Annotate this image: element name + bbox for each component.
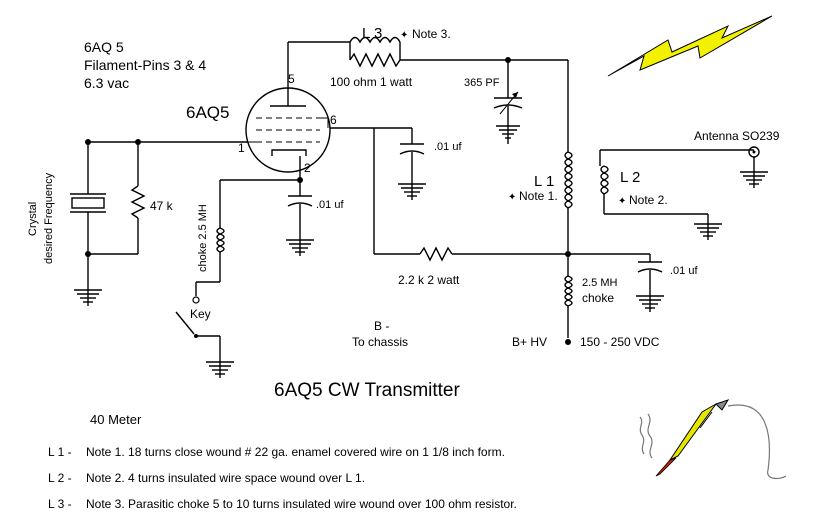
crystal-label-line2: desired Frequency — [43, 172, 55, 264]
note-2-ref: L 2 - — [48, 471, 72, 485]
note-3-ref: L 3 - — [48, 497, 72, 511]
pin-6-label: 6 — [330, 113, 337, 127]
pin-2-label: 2 — [304, 161, 311, 175]
bplus-capacitor-label: .01 uf — [670, 265, 698, 277]
screen-capacitor-label: .01 uf — [434, 141, 462, 153]
l3-note-label: Note 3. — [412, 27, 451, 41]
key-label: Key — [190, 307, 211, 321]
rf-choke-2-5mh — [564, 254, 573, 338]
variable-capacitor-label: 365 PF — [464, 77, 500, 89]
rf-choke-name-label: choke — [582, 291, 614, 305]
tube-6aq5-symbol — [245, 60, 331, 173]
screen-bypass-capacitor — [398, 128, 426, 200]
l1-tank-coil — [564, 151, 573, 254]
l2-link-coil — [599, 149, 754, 240]
pin-1-label: 1 — [238, 141, 245, 155]
l3-parasitic-choke — [287, 36, 508, 68]
filament-voltage-label: 6.3 vac — [84, 75, 129, 91]
b-minus-label: B - — [374, 319, 389, 333]
l1-note-marker-icon: ✦ — [508, 192, 516, 203]
ground-symbol — [74, 254, 102, 306]
cathode-capacitor-label: .01 uf — [316, 199, 344, 211]
resistor-47k-label: 47 k — [150, 199, 174, 213]
grid-resistor-47k — [130, 142, 146, 254]
l3-note-marker-icon: ✦ — [400, 30, 408, 41]
note-1-ref: L 1 - — [48, 445, 72, 459]
l2-note-label: Note 2. — [629, 193, 668, 207]
schematic-title: 6AQ5 CW Transmitter — [274, 380, 460, 401]
antenna-label: Antenna SO239 — [694, 129, 780, 143]
resistor-2-2k — [419, 246, 453, 262]
note-3-text: Note 3. Parasitic choke 5 to 10 turns in… — [86, 497, 517, 511]
tube-type-label: 6AQ 5 — [84, 39, 124, 55]
l1-note-label: Note 1. — [519, 189, 558, 203]
tube-name-label: 6AQ5 — [186, 103, 229, 122]
variable-capacitor-365pf — [493, 60, 523, 144]
band-label: 40 Meter — [90, 412, 142, 427]
antenna-connector — [740, 146, 768, 188]
cathode-choke-2-5mh — [195, 180, 225, 296]
crystal-label-line1: Crystal — [27, 202, 39, 236]
crystal — [70, 142, 106, 254]
cathode-choke-label: choke 2.5 MH — [197, 204, 209, 272]
l1-title: L 1 — [534, 173, 554, 190]
bplus-label: B+ HV — [512, 335, 547, 349]
l2-note-marker-icon: ✦ — [618, 196, 626, 207]
bplus-bypass-capacitor — [636, 254, 664, 312]
to-chassis-label: To chassis — [352, 335, 408, 349]
soldering-iron-icon — [639, 399, 787, 480]
filament-pins-label: Filament-Pins 3 & 4 — [84, 57, 206, 73]
pin-5-label: 5 — [288, 72, 295, 86]
resistor-2-2k-label: 2.2 k 2 watt — [398, 273, 460, 287]
note-1-text: Note 1. 18 turns close wound # 22 ga. en… — [86, 445, 505, 459]
l3-resistor-label: 100 ohm 1 watt — [330, 75, 413, 89]
lightning-bolt-icon — [607, 15, 773, 77]
cathode-bypass-capacitor — [286, 180, 314, 256]
l3-title: L 3 — [362, 25, 382, 42]
l2-title: L 2 — [620, 169, 640, 186]
bplus-terminal-dot — [565, 339, 571, 345]
supply-voltage-label: 150 - 250 VDC — [580, 335, 660, 349]
note-2-text: Note 2. 4 turns insulated wire space wou… — [86, 471, 365, 485]
rf-choke-value-label: 2.5 MH — [582, 277, 618, 289]
key-switch — [175, 296, 234, 378]
